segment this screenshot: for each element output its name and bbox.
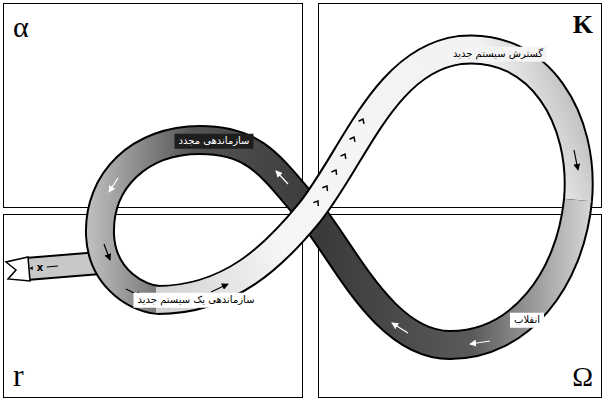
phase-label: سازماندهی یک سیستم جدید	[133, 293, 258, 308]
omega-quadrant: Ω	[318, 214, 602, 398]
phase-letter: K	[573, 12, 593, 38]
phase-letter: Ω	[572, 363, 593, 391]
dark-strand	[100, 140, 578, 345]
exit-tail	[6, 257, 112, 281]
phase-label: سازماندهی مجدد	[175, 134, 254, 149]
phase-label: گسترش سیستم جدید	[449, 47, 547, 62]
phase-letter: α	[13, 12, 29, 42]
light-strand	[156, 49, 579, 300]
phase-letter: r	[13, 359, 24, 391]
exit-mark: x	[33, 261, 47, 276]
k-quadrant: K	[318, 3, 602, 208]
alpha-quadrant: α	[3, 3, 303, 208]
phase-label: انقلاب	[510, 313, 544, 328]
